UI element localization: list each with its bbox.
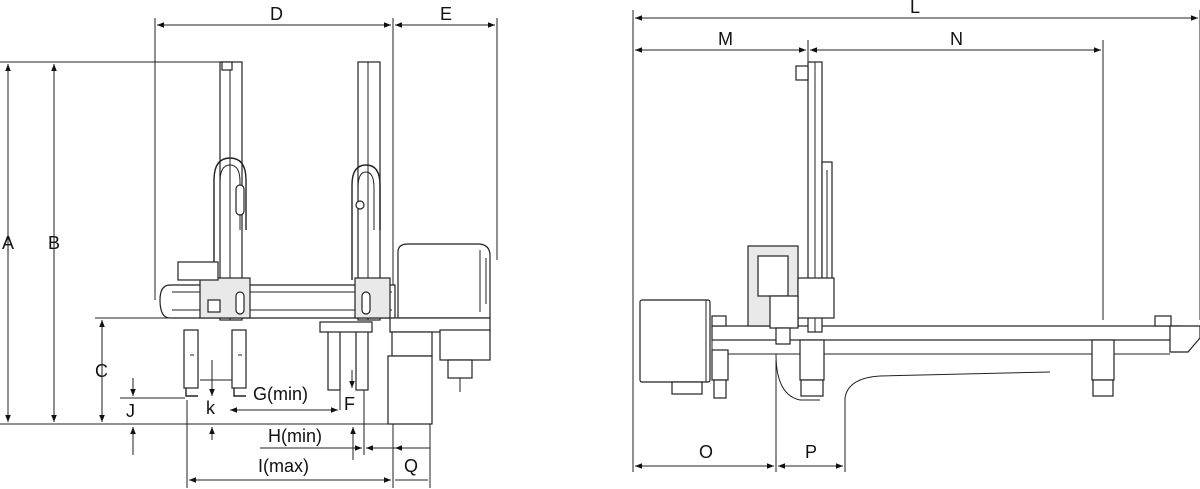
dim-label-n: N [950,29,963,49]
side-rail [711,315,1200,355]
front-motor-housing [387,243,491,425]
dim-label-p: P [805,442,817,462]
side-carriage [747,245,835,345]
dim-label-b: B [48,233,60,253]
side-extension-lines [632,10,1200,472]
dim-label-i-max: I(max) [258,456,309,476]
side-motor [639,299,729,399]
dim-label-m: M [718,29,733,49]
dim-label-k: k [206,398,216,418]
dim-label-f: F [344,394,355,414]
side-view: L M N O P [632,0,1200,472]
front-left-grippers [183,329,247,397]
front-right-column [351,61,381,321]
front-horizontal-beam [159,261,396,319]
dim-label-h-min: H(min) [268,426,322,446]
dim-label-d: D [270,4,283,24]
dim-label-a: A [2,233,14,253]
front-view: A B C D E J k G(min) F H(min) I(max) [0,4,498,488]
dim-label-l: L [910,0,920,17]
dim-label-o: O [699,442,713,462]
dim-label-q: Q [404,456,418,476]
front-right-grippers [319,321,373,391]
side-support [775,339,1115,420]
dim-label-g-min: G(min) [253,384,308,404]
dim-label-j: J [126,401,135,421]
dim-label-c: C [95,361,108,381]
dim-label-e: E [440,4,452,24]
front-left-column [213,61,247,321]
